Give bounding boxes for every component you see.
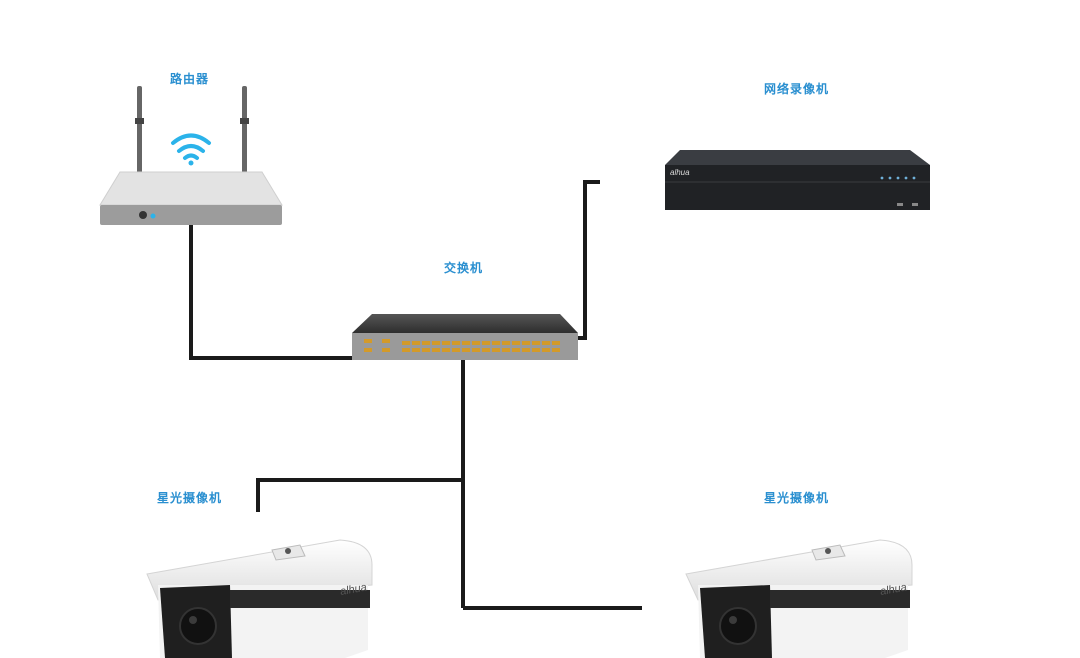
- wifi-icon: [171, 133, 211, 166]
- switch-port: [512, 348, 520, 352]
- cable-switch-nvr: [578, 180, 600, 340]
- router: [99, 86, 283, 225]
- power-led: [139, 211, 147, 219]
- switch-port: [382, 339, 390, 343]
- switch-port: [442, 348, 450, 352]
- switch-port: [552, 348, 560, 352]
- switch-port: [542, 348, 550, 352]
- switch-port: [482, 341, 490, 345]
- switch-port: [422, 348, 430, 352]
- switch-port: [452, 341, 460, 345]
- switch-port: [502, 341, 510, 345]
- switch-ports: [364, 339, 560, 352]
- nvr: alhua: [665, 150, 930, 210]
- switch-port: [432, 341, 440, 345]
- switch-port: [492, 341, 500, 345]
- switch-port: [522, 341, 530, 345]
- switch-port: [432, 348, 440, 352]
- camera-left: alhua: [146, 539, 373, 658]
- switch-port: [532, 348, 540, 352]
- nvr-usb-port: [912, 203, 918, 206]
- camera-brand-logo: alhua: [339, 582, 368, 598]
- camera-left-label: 星光摄像机: [157, 491, 223, 505]
- switch-port: [422, 341, 430, 345]
- switch-port: [412, 348, 420, 352]
- switch-port: [412, 341, 420, 345]
- router-antenna-left: [137, 86, 142, 176]
- switch-port: [402, 341, 410, 345]
- network-switch: [352, 314, 578, 360]
- switch-port: [452, 348, 460, 352]
- switch-label: 交换机: [444, 261, 484, 275]
- router-antenna-right: [242, 86, 247, 176]
- camera-lens: [719, 607, 757, 645]
- cable-camera-left: [256, 478, 463, 512]
- router-top: [99, 171, 283, 206]
- switch-port: [462, 348, 470, 352]
- nvr-top: [665, 150, 930, 165]
- switch-port: [462, 341, 470, 345]
- switch-port: [502, 348, 510, 352]
- router-front: [100, 205, 282, 225]
- camera-right: alhua: [685, 539, 913, 658]
- switch-port: [364, 348, 372, 352]
- switch-port: [364, 339, 372, 343]
- switch-port: [382, 348, 390, 352]
- switch-port: [522, 348, 530, 352]
- router-label: 路由器: [170, 72, 210, 86]
- switch-port: [442, 341, 450, 345]
- status-led: [150, 213, 156, 219]
- switch-top: [352, 314, 578, 333]
- switch-port: [472, 348, 480, 352]
- switch-port: [512, 341, 520, 345]
- switch-port: [492, 348, 500, 352]
- nvr-front: [665, 165, 930, 210]
- cables: [189, 180, 642, 610]
- cable-router-switch: [189, 225, 372, 360]
- switch-port: [402, 348, 410, 352]
- nvr-usb-port: [897, 203, 903, 206]
- camera-brand-logo: alhua: [879, 582, 908, 598]
- switch-port: [482, 348, 490, 352]
- switch-front: [352, 333, 578, 360]
- switch-port: [472, 341, 480, 345]
- switch-port: [552, 341, 560, 345]
- camera-right-label: 星光摄像机: [764, 491, 830, 505]
- nvr-brand-logo: alhua: [670, 168, 690, 177]
- camera-lens: [179, 607, 217, 645]
- switch-port: [532, 341, 540, 345]
- switch-port: [542, 341, 550, 345]
- nvr-label: 网络录像机: [764, 82, 830, 96]
- nvr-status-lights: [880, 176, 916, 180]
